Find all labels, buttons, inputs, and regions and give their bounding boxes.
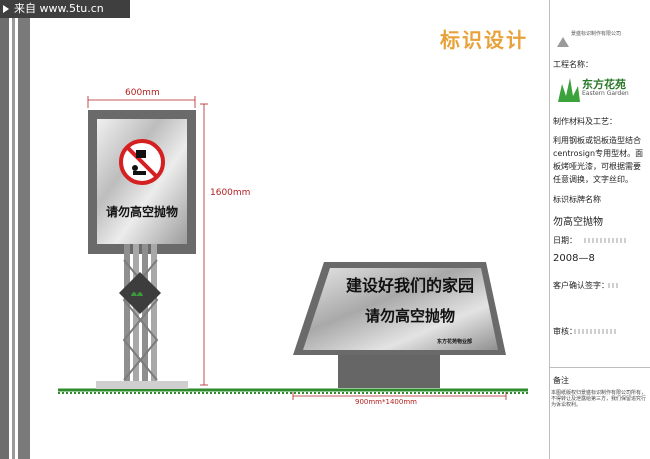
client-logo: 东方花苑 Eastern Garden: [556, 76, 644, 106]
project-name-label: 工程名称：: [553, 60, 593, 69]
client-logo-text: 东方花苑: [582, 78, 626, 91]
width-label: 600mm: [125, 88, 160, 98]
review-field-line: [574, 329, 618, 334]
panel-divider: [549, 0, 550, 459]
standing-sign: [88, 110, 196, 389]
watermark: 来自 www.5tu.cn: [0, 0, 130, 18]
note-text: 本图纸版权归景盛标识制作有限公司所有，不得转让及泄露给第三方，我们保留追究行为诉…: [551, 390, 647, 408]
width-dimension: [87, 96, 196, 108]
client-logo-sub: Eastern Garden: [582, 90, 629, 97]
base-dimension-label: 900mm*1400mm: [355, 398, 417, 406]
ground: [58, 388, 528, 394]
client-confirm-label: 客户确认签字：: [553, 281, 609, 290]
ground-sign: [293, 262, 506, 388]
note-separator: [549, 367, 650, 368]
page-title: 标识设计: [440, 28, 528, 52]
review-label: 审核：: [553, 327, 577, 336]
left-bar-wide: [18, 0, 30, 459]
date-value: 2008—8: [553, 253, 595, 264]
confirm-field-line: [608, 283, 620, 288]
height-dimension: [200, 103, 208, 386]
left-bar: [0, 0, 9, 459]
triangle-icon: [3, 5, 9, 13]
company-logo-icon: [557, 32, 569, 47]
standing-sign-text: 请勿高空抛物: [105, 205, 178, 219]
sign-name-label: 标识标牌名称: [553, 195, 601, 204]
diamond-logo: [119, 272, 161, 314]
no-throwing-icon: [119, 139, 165, 185]
date-field-line: [584, 238, 628, 243]
note-label: 备注: [553, 376, 569, 385]
date-label: 日期：: [553, 236, 577, 245]
sign-drawing: [58, 96, 528, 400]
sign-name-value: 勿高空抛物: [553, 217, 603, 228]
base-dimension: [292, 392, 507, 400]
ground-sign-line2: 请勿高空抛物: [364, 307, 455, 325]
height-label: 1600mm: [210, 188, 251, 198]
material-text: 利用钢板或铝板造型结合centrosign专用型材。面板烤哑光漆，可根据需要任意…: [553, 136, 644, 184]
leaf-icon: [558, 78, 580, 102]
company-name-small: 景盛标识制作有限公司: [571, 31, 622, 37]
material-label: 制作材料及工艺：: [553, 117, 617, 126]
ground-sign-small: 东方花苑物业部: [437, 339, 473, 345]
watermark-text: 来自 www.5tu.cn: [14, 2, 104, 15]
left-bar-thin: [12, 0, 15, 459]
ground-sign-line1: 建设好我们的家园: [345, 276, 474, 295]
